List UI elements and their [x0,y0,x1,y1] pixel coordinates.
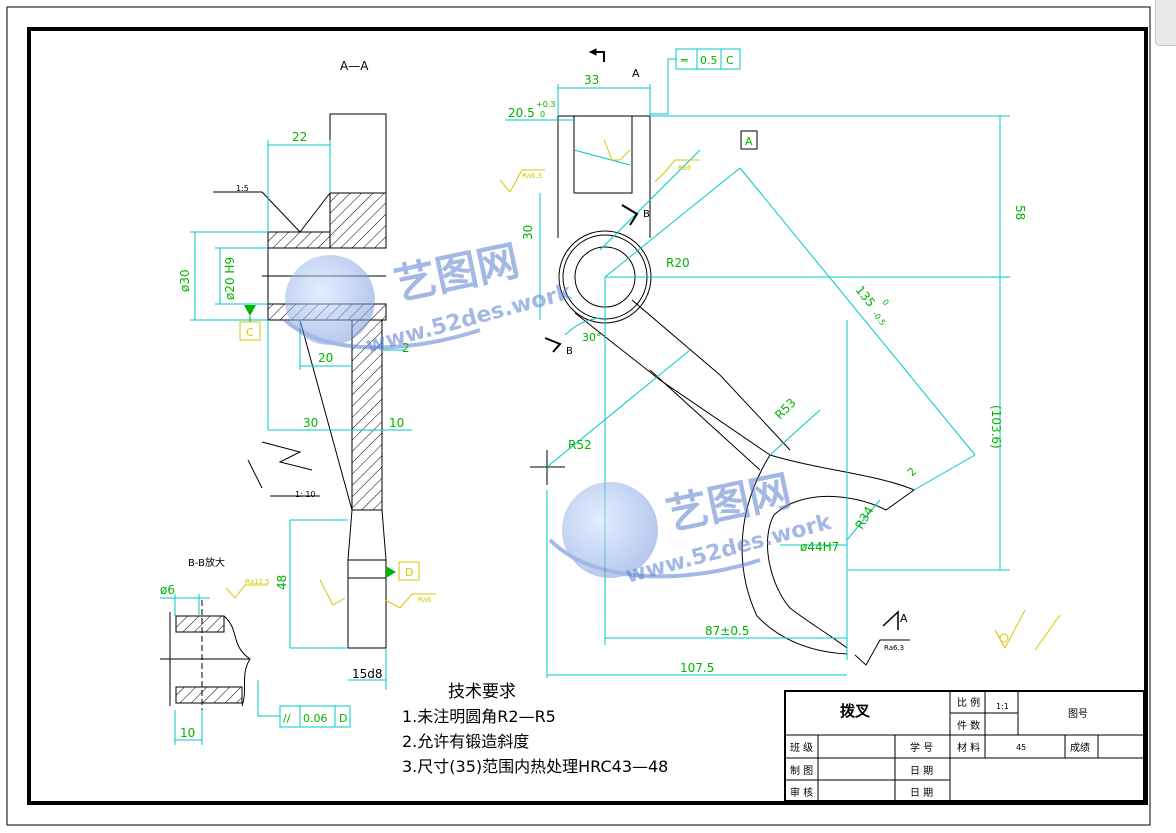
section-b-letter-top: B [643,209,650,220]
ra-bottom: Ra6.3 [884,644,904,652]
section-bb-label: B-B放大 [188,556,225,569]
slope-110-label: 1: 10 [295,490,316,499]
drawn-label: 制 图 [790,764,813,777]
par-symbol: // [283,712,291,725]
dim-2b: 2 [905,465,919,479]
sym-symbol: ═ [680,54,688,67]
dim-15d8: 15d8 [352,667,383,681]
dim-107-5: 107.5 [680,661,714,675]
fork-main-view [530,115,916,655]
ra-top-right: Ra6 [678,164,692,172]
dim-20: 20 [318,351,333,365]
dim-r52: R52 [568,438,592,452]
dim-r20: R20 [666,256,690,270]
date-label-2: 日 期 [910,787,933,799]
roughness-symbols [225,139,1061,666]
datum-c: C [239,305,261,341]
section-arrows: A B B A [544,48,908,630]
dim-phi44h7: ø44H7 [800,540,839,554]
material-value: 45 [1016,743,1026,752]
dim-10b: 10 [180,726,195,740]
slope-15-label: 1:5 [236,184,249,193]
datum-c-label: C [246,326,254,339]
dim-20-5-tol: +0.3 [536,100,555,109]
part-name: 拨叉 [840,702,871,720]
dim-20-5-tol0: 0 [540,110,545,119]
datum-d: D [386,561,420,581]
dim-phi6: ø6 [160,583,175,597]
symmetry-frame: ═ 0.5 C [650,48,741,115]
title-block-grid [784,690,1145,802]
dim-135-tol: -0.5 [870,310,887,328]
parallelism-frame: // 0.06 D [257,680,351,728]
sym-value: 0.5 [700,54,718,67]
student-no-label: 学 号 [910,741,933,754]
score-label: 成绩 [1070,741,1090,754]
scrollbar-corner[interactable] [1155,0,1176,46]
dim-33: 33 [584,73,599,87]
tech-note-3: 3.尺寸(35)范围内热处理HRC43—48 [402,757,669,776]
sym-datum: C [726,54,734,67]
roughness-labels: Ra6.3 Ra6 Ra6 Ra12.5 Ra6.3 [245,164,904,652]
section-aa-label: A—A [340,59,369,73]
scale-value: 1:1 [996,702,1009,711]
dim-angle-30: 30° [582,331,602,344]
dim-87: 87±0.5 [705,624,749,638]
par-datum: D [339,712,347,725]
section-a-letter: A [632,67,640,80]
inner-border [27,27,1148,805]
dim-103-6: (103.6) [989,405,1003,449]
tech-note-2: 2.允许有锻造斜度 [402,732,530,751]
dim-58: 58 [1013,205,1027,220]
dim-22: 22 [292,130,307,144]
watermark [283,255,761,579]
fork-dimensions [505,84,1010,678]
dim-48: 48 [275,575,289,590]
dim-20-5: 20.5 [508,106,535,120]
fork-dim-text: 33 20.5 +0.3 0 30 R20 58 135 -0.5 0 (103… [508,73,1027,675]
tech-notes-title: 技术要求 [448,682,516,702]
dim-30: 30 [303,416,318,430]
tech-notes: 技术要求 1.未注明圆角R2—R5 2.允许有锻造斜度 3.尺寸(35)范围内热… [402,680,668,779]
dim-135-tol0: 0 [880,298,890,308]
qty-label: 件 数 [957,719,980,732]
datum-a-box [740,130,758,150]
outer-border [6,6,1151,826]
dim-phi20h9: ø20 H9 [223,257,237,300]
title-block-text: 拨叉 比 例 1:1 件 数 图号 班 级 学 号 材 料 45 成绩 制 图 … [790,696,1090,799]
ra-aa-d: Ra6 [418,596,432,604]
ra-bb: Ra12.5 [245,578,270,586]
section-b-letter-bottom: B [566,346,573,357]
par-value: 0.06 [303,712,328,725]
drawing-no-label: 图号 [1068,708,1088,720]
dim-r53: R53 [772,396,799,423]
datum-d-label: D [405,566,413,579]
class-label: 班 级 [790,742,813,754]
dim-phi30: ø30 [178,269,192,292]
title-block [784,690,1145,802]
material-label: 材 料 [957,741,980,754]
date-label: 日 期 [910,765,933,777]
scale-label: 比 例 [957,696,980,709]
dim-135: 135 [853,283,878,310]
ra-top-left: Ra6.3 [522,172,542,180]
datum-a-label: A [745,135,753,148]
section-bb-view: B-B放大 [160,556,251,745]
dim-10: 10 [389,416,404,430]
checked-label: 审 核 [790,786,813,799]
dim-30v: 30 [521,225,535,240]
arrow-a-label: A [900,612,908,625]
section-aa-dimensions [190,140,412,690]
tech-note-1: 1.未注明圆角R2—R5 [402,707,556,726]
